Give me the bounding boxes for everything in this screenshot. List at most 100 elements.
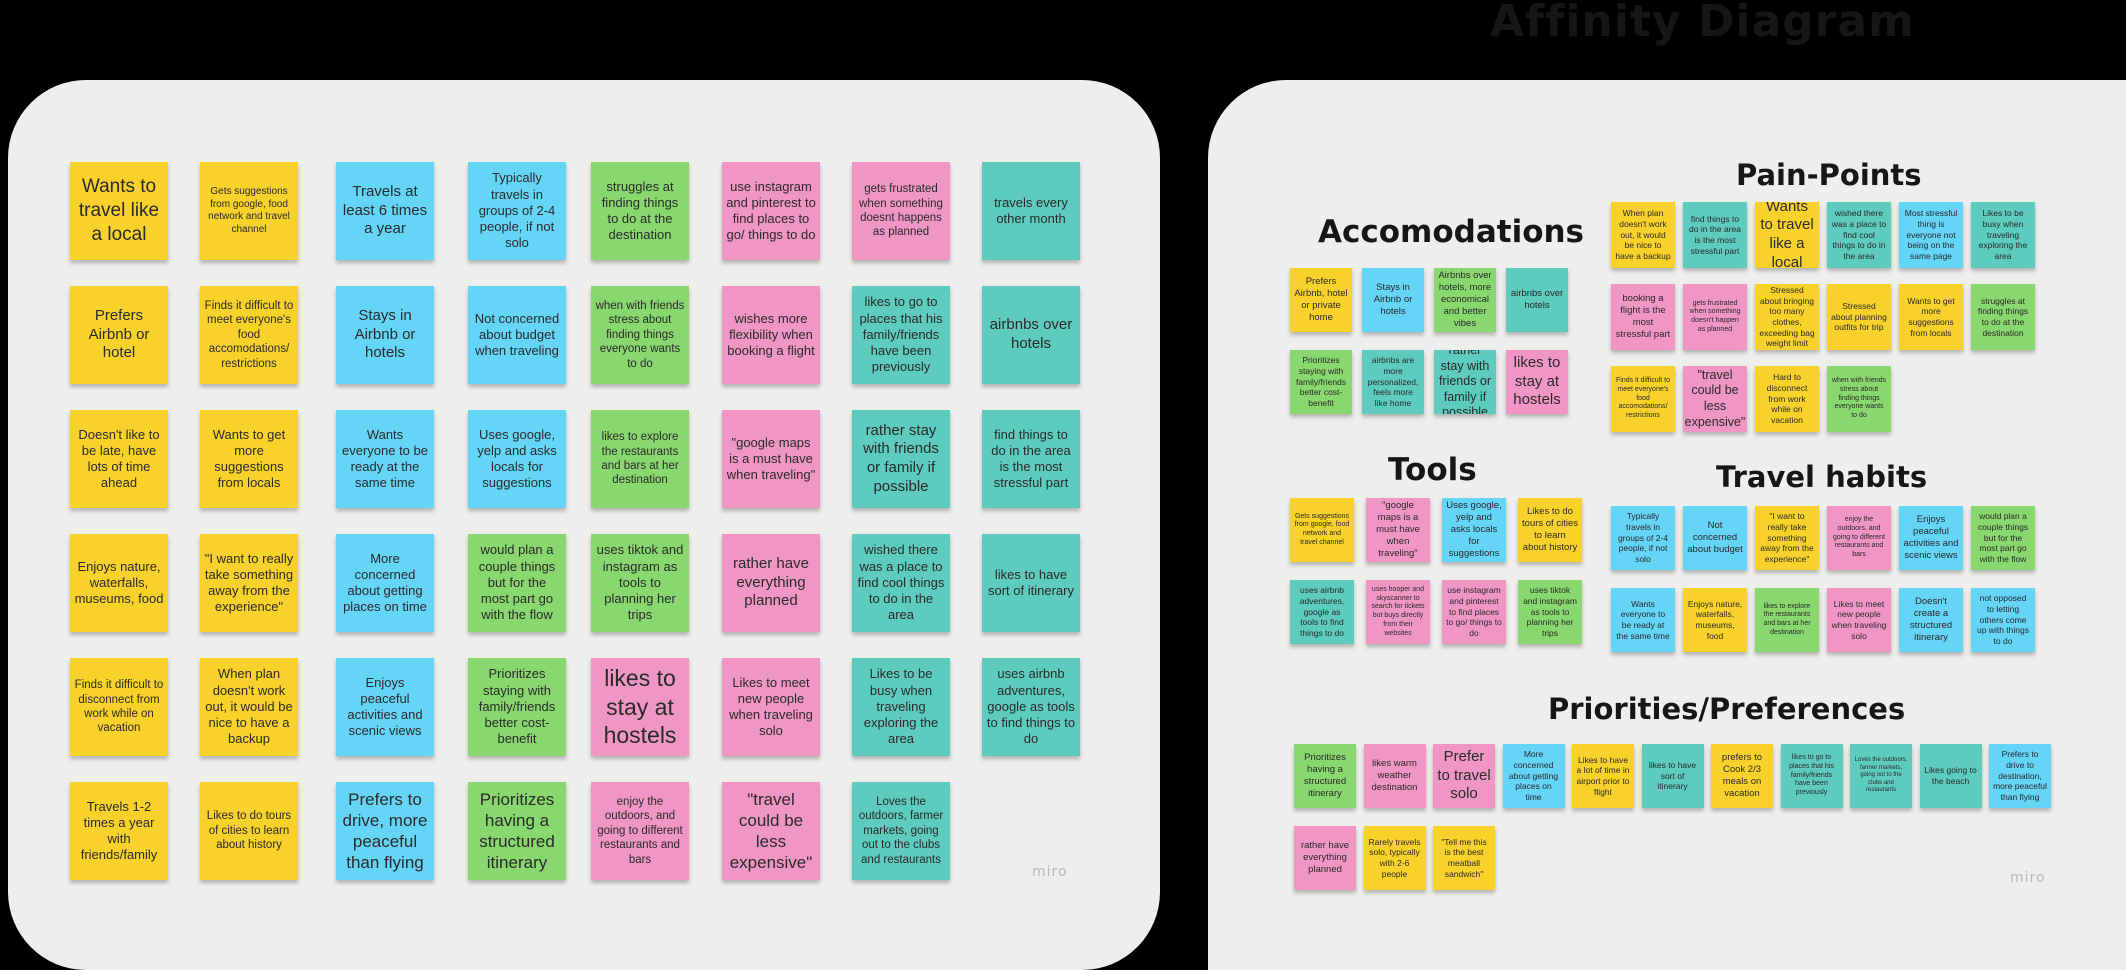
sticky-note[interactable]: Prioritizes having a structured itinerar… bbox=[1294, 744, 1356, 808]
sticky-note[interactable]: Gets suggestions from google, food netwo… bbox=[200, 162, 298, 260]
sticky-note[interactable]: likes to have sort of itinerary bbox=[1641, 744, 1704, 808]
sticky-note[interactable]: Travels at least 6 times a year bbox=[336, 162, 434, 260]
sticky-note[interactable]: Rarely travels solo, typically with 2-6 … bbox=[1363, 826, 1426, 890]
sticky-note[interactable]: Likes going to the beach bbox=[1919, 744, 1982, 808]
sticky-note[interactable]: wished there was a place to find cool th… bbox=[1827, 202, 1891, 268]
sticky-note[interactable]: Stays in Airbnb or hotels bbox=[1362, 268, 1424, 332]
sticky-note[interactable]: Hard to disconnect from work while on va… bbox=[1755, 366, 1819, 432]
sticky-note[interactable]: Enjoys nature, waterfalls, museums, food bbox=[1683, 588, 1747, 652]
sticky-note[interactable]: rather stay with friends or family if po… bbox=[1434, 350, 1496, 414]
sticky-note[interactable]: Enjoys nature, waterfalls, museums, food bbox=[70, 534, 168, 632]
sticky-note[interactable]: Likes to do tours of cities to learn abo… bbox=[1518, 498, 1582, 562]
sticky-note[interactable]: struggles at finding things to do at the… bbox=[1971, 284, 2035, 350]
sticky-note[interactable]: Enjoys peaceful activities and scenic vi… bbox=[1899, 506, 1963, 570]
sticky-note[interactable]: Not concerned about budget bbox=[1683, 506, 1747, 570]
sticky-note[interactable]: Wants to travel like a local bbox=[70, 162, 168, 260]
sticky-note[interactable]: uses airbnb adventures, google as tools … bbox=[982, 658, 1080, 756]
sticky-note[interactable]: Wants to get more suggestions from local… bbox=[1899, 284, 1963, 350]
sticky-note[interactable]: Likes to meet new people when traveling … bbox=[722, 658, 820, 756]
sticky-note[interactable]: Loves the outdoors, farmer markets, goin… bbox=[1850, 744, 1912, 808]
sticky-note[interactable]: Likes to have a lot of time in airport p… bbox=[1572, 744, 1634, 808]
sticky-note[interactable]: "I want to really take something away fr… bbox=[200, 534, 298, 632]
sticky-note[interactable]: Wants everyone to be ready at the same t… bbox=[336, 410, 434, 508]
sticky-note[interactable]: Wants to travel like a local bbox=[1755, 202, 1819, 268]
sticky-note[interactable]: would plan a couple things but for the m… bbox=[1971, 506, 2035, 570]
sticky-note[interactable]: "I want to really take something away fr… bbox=[1755, 506, 1819, 570]
sticky-note[interactable]: likes warm weather destination bbox=[1363, 744, 1426, 808]
sticky-note[interactable]: airbnbs over hotels bbox=[1506, 268, 1568, 332]
sticky-note[interactable]: use instagram and pinterest to find plac… bbox=[722, 162, 820, 260]
sticky-note[interactable]: Stressed about bringing too many clothes… bbox=[1755, 284, 1819, 350]
sticky-note[interactable]: uses tiktok and instagram as tools to pl… bbox=[591, 534, 689, 632]
sticky-note[interactable]: Prefers Airbnb or hotel bbox=[70, 286, 168, 384]
sticky-note[interactable]: rather have everything planned bbox=[722, 534, 820, 632]
sticky-note[interactable]: wishes more flexibility when booking a f… bbox=[722, 286, 820, 384]
sticky-note[interactable]: airbnbs over hotels bbox=[982, 286, 1080, 384]
sticky-note[interactable]: Prioritizes staying with family/friends … bbox=[468, 658, 566, 756]
sticky-note[interactable]: Doesn't like to be late, have lots of ti… bbox=[70, 410, 168, 508]
sticky-note[interactable]: Gets suggestions from google, food netwo… bbox=[1290, 498, 1354, 562]
sticky-note[interactable]: More concerned about getting places on t… bbox=[1502, 744, 1565, 808]
sticky-note[interactable]: likes to stay at hostels bbox=[1506, 350, 1568, 414]
sticky-note[interactable]: Uses google, yelp and asks locals for su… bbox=[1442, 498, 1506, 562]
sticky-note[interactable]: Travels 1-2 times a year with friends/fa… bbox=[70, 782, 168, 880]
sticky-note[interactable]: Wants to get more suggestions from local… bbox=[200, 410, 298, 508]
sticky-note[interactable]: Likes to do tours of cities to learn abo… bbox=[200, 782, 298, 880]
sticky-note[interactable]: Not concerned about budget when travelin… bbox=[468, 286, 566, 384]
sticky-note[interactable]: Likes to meet new people when traveling … bbox=[1827, 588, 1891, 652]
sticky-note[interactable]: Wants everyone to be ready at the same t… bbox=[1611, 588, 1675, 652]
sticky-note[interactable]: gets frustrated when something doesn't h… bbox=[1683, 284, 1747, 350]
sticky-note[interactable]: find things to do in the area is the mos… bbox=[982, 410, 1080, 508]
sticky-note[interactable]: gets frustrated when something doesnt ha… bbox=[852, 162, 950, 260]
sticky-note[interactable]: likes to explore the restaurants and bar… bbox=[1755, 588, 1819, 652]
sticky-note[interactable]: When plan doesn't work out, it would be … bbox=[200, 658, 298, 756]
sticky-note[interactable]: Finds it difficult to meet everyone's fo… bbox=[1611, 366, 1675, 432]
sticky-note[interactable]: Stays in Airbnb or hotels bbox=[336, 286, 434, 384]
sticky-note[interactable]: use instagram and pinterest to find plac… bbox=[1442, 580, 1506, 644]
sticky-note[interactable]: Enjoys peaceful activities and scenic vi… bbox=[336, 658, 434, 756]
sticky-note[interactable]: wished there was a place to find cool th… bbox=[852, 534, 950, 632]
sticky-note[interactable]: "travel could be less expensive" bbox=[1683, 366, 1747, 432]
sticky-note[interactable]: would plan a couple things but for the m… bbox=[468, 534, 566, 632]
sticky-note[interactable]: rather stay with friends or family if po… bbox=[852, 410, 950, 508]
sticky-note[interactable]: "Tell me this is the best meatball sandw… bbox=[1433, 826, 1495, 890]
sticky-note[interactable]: Finds it difficult to disconnect from wo… bbox=[70, 658, 168, 756]
sticky-note[interactable]: likes to go to places that his family/fr… bbox=[1780, 744, 1843, 808]
sticky-note[interactable]: enjoy the outdoors, and going to differe… bbox=[591, 782, 689, 880]
sticky-note[interactable]: airbnbs are more personalized, feels mor… bbox=[1362, 350, 1424, 414]
sticky-note[interactable]: booking a flight is the most stressful p… bbox=[1611, 284, 1675, 350]
sticky-note[interactable]: Airbnbs over hotels, more economical and… bbox=[1434, 268, 1496, 332]
sticky-note[interactable]: Loves the outdoors, farmer markets, goin… bbox=[852, 782, 950, 880]
sticky-note[interactable]: Typically travels in groups of 2-4 peopl… bbox=[468, 162, 566, 260]
sticky-note[interactable]: Prefers Airbnb, hotel or private home bbox=[1290, 268, 1352, 332]
sticky-note[interactable]: Finds it difficult to meet everyone's fo… bbox=[200, 286, 298, 384]
sticky-note[interactable]: "google maps is a must have when traveli… bbox=[722, 410, 820, 508]
sticky-note[interactable]: More concerned about getting places on t… bbox=[336, 534, 434, 632]
sticky-note[interactable]: likes to stay at hostels bbox=[591, 658, 689, 756]
sticky-note[interactable]: find things to do in the area is the mos… bbox=[1683, 202, 1747, 268]
sticky-note[interactable]: Prefer to travel solo bbox=[1433, 744, 1495, 808]
sticky-note[interactable]: travels every other month bbox=[982, 162, 1080, 260]
sticky-note[interactable]: "google maps is a must have when traveli… bbox=[1366, 498, 1430, 562]
sticky-note[interactable]: When plan doesn't work out, it would be … bbox=[1611, 202, 1675, 268]
sticky-note[interactable]: likes to explore the restaurants and bar… bbox=[591, 410, 689, 508]
sticky-note[interactable]: when with friends stress about finding t… bbox=[1827, 366, 1891, 432]
sticky-note[interactable]: Prioritizes having a structured itinerar… bbox=[468, 782, 566, 880]
sticky-note[interactable]: Prefers to drive, more peaceful than fly… bbox=[336, 782, 434, 880]
sticky-note[interactable]: Doesn't create a structured itinerary bbox=[1899, 588, 1963, 652]
sticky-note[interactable]: Likes to be busy when traveling explorin… bbox=[852, 658, 950, 756]
sticky-note[interactable]: uses airbnb adventures, google as tools … bbox=[1290, 580, 1354, 644]
sticky-note[interactable]: struggles at finding things to do at the… bbox=[591, 162, 689, 260]
sticky-note[interactable]: Likes to be busy when traveling explorin… bbox=[1971, 202, 2035, 268]
sticky-note[interactable]: rather have everything planned bbox=[1294, 826, 1356, 890]
sticky-note[interactable]: uses tiktok and instagram as tools to pl… bbox=[1518, 580, 1582, 644]
sticky-note[interactable]: "travel could be less expensive" bbox=[722, 782, 820, 880]
sticky-note[interactable]: likes to go to places that his family/fr… bbox=[852, 286, 950, 384]
sticky-note[interactable]: Prioritizes staying with family/friends … bbox=[1290, 350, 1352, 414]
sticky-note[interactable]: Uses google, yelp and asks locals for su… bbox=[468, 410, 566, 508]
sticky-note[interactable]: when with friends stress about finding t… bbox=[591, 286, 689, 384]
sticky-note[interactable]: prefers to Cook 2/3 meals on vacation bbox=[1711, 744, 1773, 808]
sticky-note[interactable]: enjoy the outdoors, and going to differe… bbox=[1827, 506, 1891, 570]
